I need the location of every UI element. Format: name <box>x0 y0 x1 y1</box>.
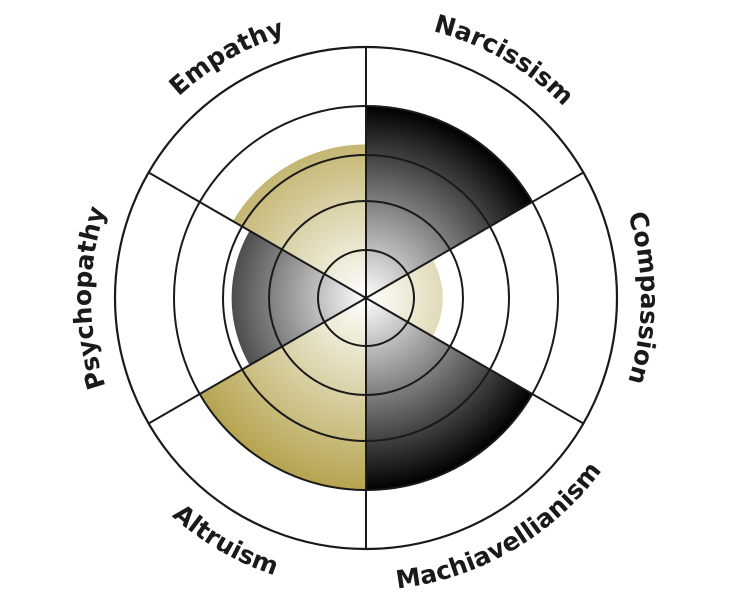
label-psychopathy: Psychopathy <box>68 203 111 393</box>
sector-psychopathy <box>231 230 366 366</box>
label-text-narcissism: Narcissism <box>431 9 579 111</box>
label-compassion: Compassion <box>622 208 664 388</box>
spoke-2 <box>365 171 584 299</box>
label-text-compassion: Compassion <box>622 208 664 388</box>
sector-empathy <box>232 144 366 298</box>
sector-compassion <box>366 259 443 337</box>
label-altruism: Altruism <box>168 498 283 581</box>
spoke-3 <box>365 297 584 425</box>
spoke-grid <box>148 47 584 549</box>
sector-group <box>199 106 533 490</box>
sector-altruism <box>199 298 366 490</box>
label-text-psychopathy: Psychopathy <box>68 203 111 393</box>
sector-narcissism <box>366 106 533 298</box>
label-empathy: Empathy <box>163 13 287 101</box>
spoke-6 <box>148 171 367 299</box>
sector-machiavellianism <box>366 298 533 490</box>
label-narcissism: Narcissism <box>431 9 579 111</box>
label-text-empathy: Empathy <box>163 13 287 101</box>
label-text-altruism: Altruism <box>168 498 283 581</box>
spoke-5 <box>148 297 367 425</box>
